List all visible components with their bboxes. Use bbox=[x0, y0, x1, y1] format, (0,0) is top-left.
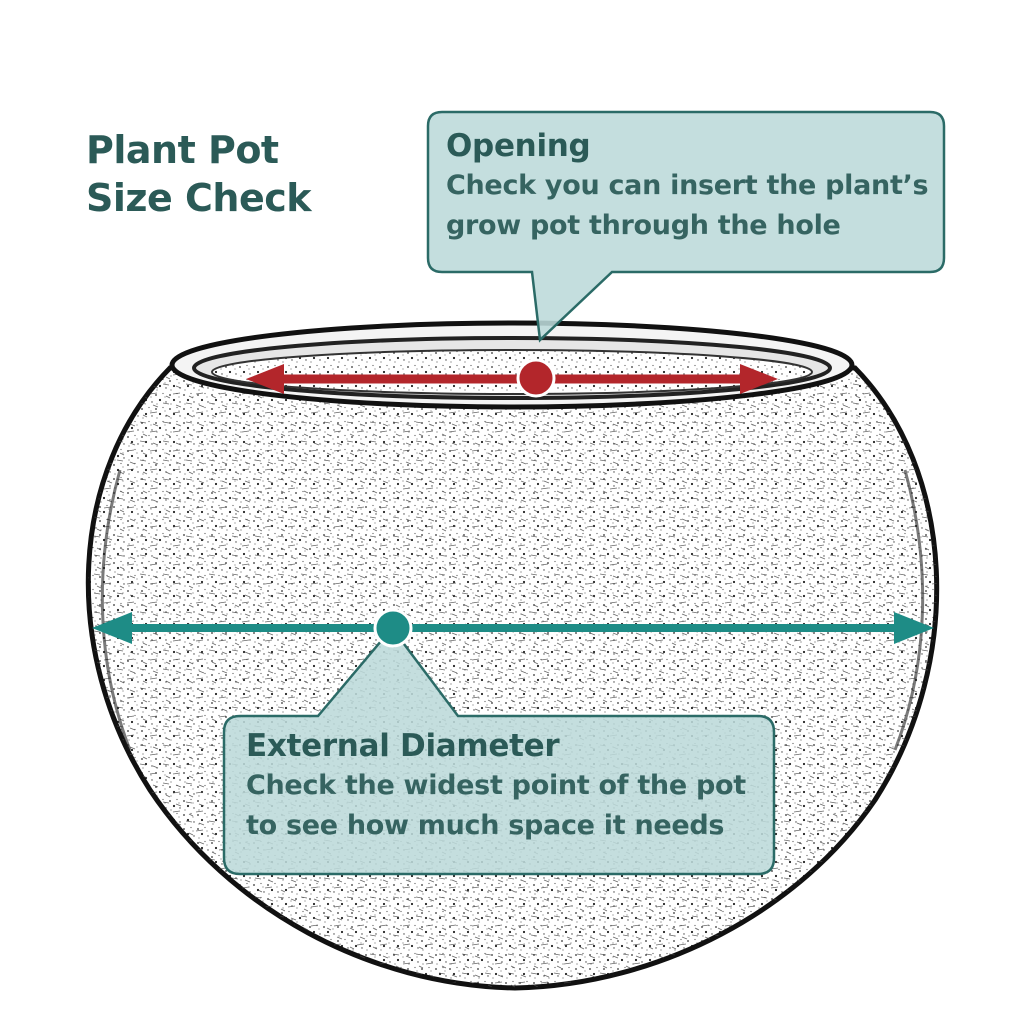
title-line-1: Plant Pot bbox=[86, 128, 279, 172]
diameter-body-line-1: Check the widest point of the pot bbox=[246, 770, 746, 801]
diameter-body-line-2: to see how much space it needs bbox=[246, 810, 725, 841]
opening-arrow bbox=[246, 358, 778, 398]
title-line-2: Size Check bbox=[86, 176, 312, 220]
opening-arrow-left-head bbox=[246, 364, 284, 394]
opening-heading: Opening bbox=[446, 128, 591, 164]
diameter-callout-text: External Diameter Check the widest point… bbox=[246, 726, 766, 846]
diameter-arrow-right-head bbox=[894, 612, 934, 644]
opening-body-line-2: grow pot through the hole bbox=[446, 210, 841, 241]
diameter-arrow-left-head bbox=[92, 612, 132, 644]
pot-body bbox=[85, 365, 940, 991]
opening-callout bbox=[426, 110, 946, 343]
opening-callout-text: Opening Check you can insert the plant’s… bbox=[446, 126, 946, 246]
opening-arrow-right-head bbox=[740, 364, 778, 394]
diameter-arrow bbox=[92, 612, 934, 644]
page-title: Plant Pot Size Check bbox=[86, 126, 312, 222]
diameter-marker-dot bbox=[373, 608, 413, 648]
opening-body-line-1: Check you can insert the plant’s bbox=[446, 170, 929, 201]
diameter-callout bbox=[222, 608, 776, 876]
pot-rim bbox=[169, 320, 855, 410]
opening-marker-dot bbox=[516, 358, 556, 398]
diameter-heading: External Diameter bbox=[246, 728, 560, 764]
